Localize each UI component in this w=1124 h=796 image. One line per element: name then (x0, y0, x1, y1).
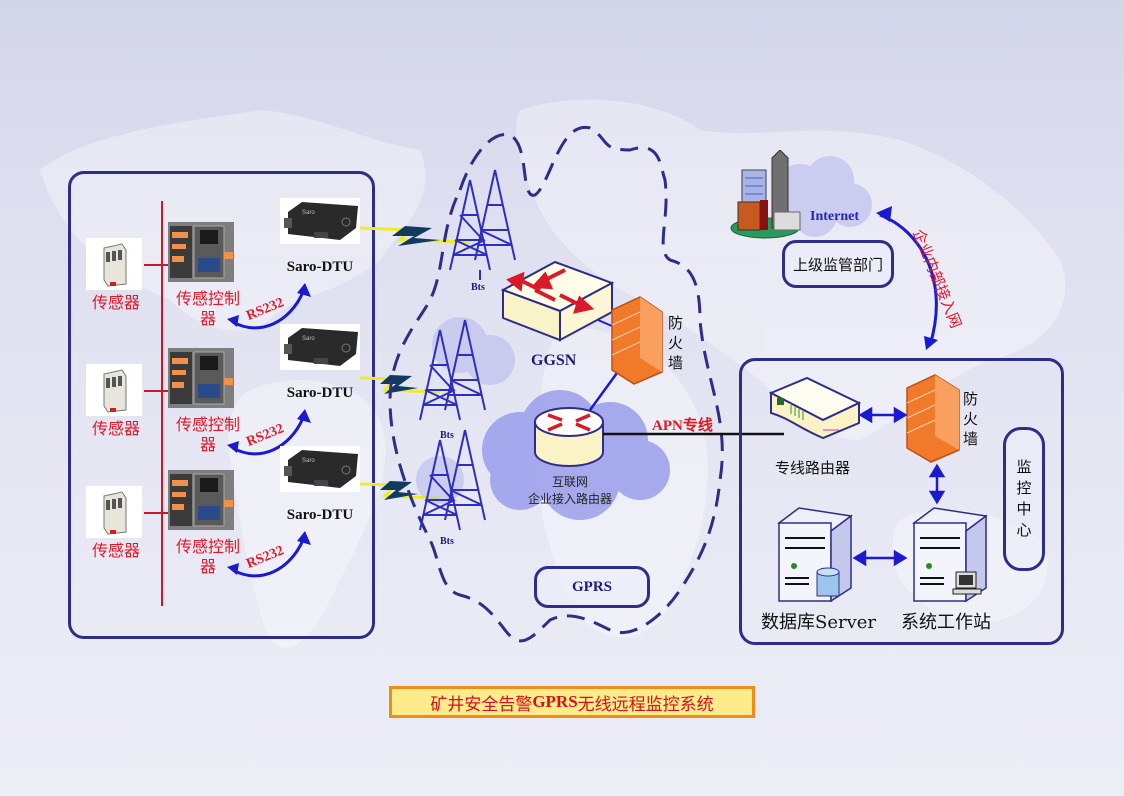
controller-box-icon (168, 348, 234, 408)
sensor-label: 传感器 (91, 419, 140, 438)
sensor-module-icon (86, 486, 142, 538)
saro-dtu-label: Saro-DTU (286, 385, 354, 401)
sensor-image (86, 238, 142, 290)
bidirectional-arrow (852, 406, 946, 567)
dtu-brand-text: Saro (302, 458, 315, 464)
workstation-icon (912, 507, 988, 603)
rs232-link-arrow (227, 531, 311, 578)
sensor-label: 传感器 (91, 541, 140, 560)
monitor-center-panel (739, 358, 1064, 645)
supervisory-dept-box: 上级监管部门 (782, 240, 894, 288)
database-server-icon (777, 507, 853, 603)
sensor-module-icon (86, 238, 142, 290)
saro-dtu-image: Saro (280, 446, 360, 492)
firewall-label: 防 火 墙 (668, 314, 684, 372)
saro-dtu-image: Saro (280, 198, 360, 244)
ggsn-label: GGSN (531, 352, 577, 369)
sensor-label: 传感器 (91, 293, 140, 312)
sensor-controller-label: 传感控制 器 (175, 415, 240, 454)
dtu-device-icon: Saro (280, 198, 360, 244)
sensor-bus-line (161, 201, 163, 606)
rs232-link-arrow (227, 283, 311, 330)
monitor-center-label-box: 监 控 中 心 (1003, 427, 1045, 571)
field-site-panel (68, 171, 375, 639)
dtu-device-icon: Saro (280, 446, 360, 492)
line-router-icon (768, 376, 862, 440)
dtu-device-icon: Saro (280, 324, 360, 370)
sensor-controller-label: 传感控制 器 (175, 537, 240, 576)
bts-label: Bts (440, 536, 454, 547)
controller-connector (162, 512, 170, 514)
internet-label: Internet (810, 209, 859, 224)
gprs-label-box: GPRS (534, 566, 650, 608)
sensor-image (86, 486, 142, 538)
rs232-link-arrow (227, 409, 311, 456)
sensor-connector (144, 390, 161, 392)
router-label: 互联网 企业接入路由器 (527, 475, 612, 506)
firewall-label: 防 火 墙 (963, 390, 979, 448)
controller-connector (162, 264, 170, 266)
apn-label: APN专线 (652, 418, 713, 434)
sensor-controller-image (168, 222, 234, 282)
sensor-controller-image (168, 470, 234, 530)
internet-buildings-icon (730, 150, 872, 239)
controller-connector (162, 390, 170, 392)
sensor-controller-label: 传感控制 器 (175, 289, 240, 328)
sensor-module-icon (86, 364, 142, 416)
line-router-label: 专线路由器 (775, 459, 851, 477)
database-server-label: 数据库Server (761, 612, 877, 633)
sensor-connector (144, 264, 161, 266)
firewall-icon (906, 374, 960, 463)
bts-label: Bts (471, 282, 485, 293)
internal-access-label: 企业内部接入网 (909, 226, 966, 331)
saro-dtu-label: Saro-DTU (286, 259, 354, 275)
sensor-image (86, 364, 142, 416)
dtu-brand-text: Saro (302, 336, 315, 342)
saro-dtu-image: Saro (280, 324, 360, 370)
dtu-brand-text: Saro (302, 210, 315, 216)
sensor-controller-image (168, 348, 234, 408)
sensor-connector (144, 512, 161, 514)
bts-label: Bts (440, 430, 454, 441)
controller-box-icon (168, 470, 234, 530)
monitor-center-svg (768, 374, 988, 603)
workstation-label: 系统工作站 (901, 612, 991, 633)
saro-dtu-label: Saro-DTU (286, 507, 354, 523)
controller-box-icon (168, 222, 234, 282)
